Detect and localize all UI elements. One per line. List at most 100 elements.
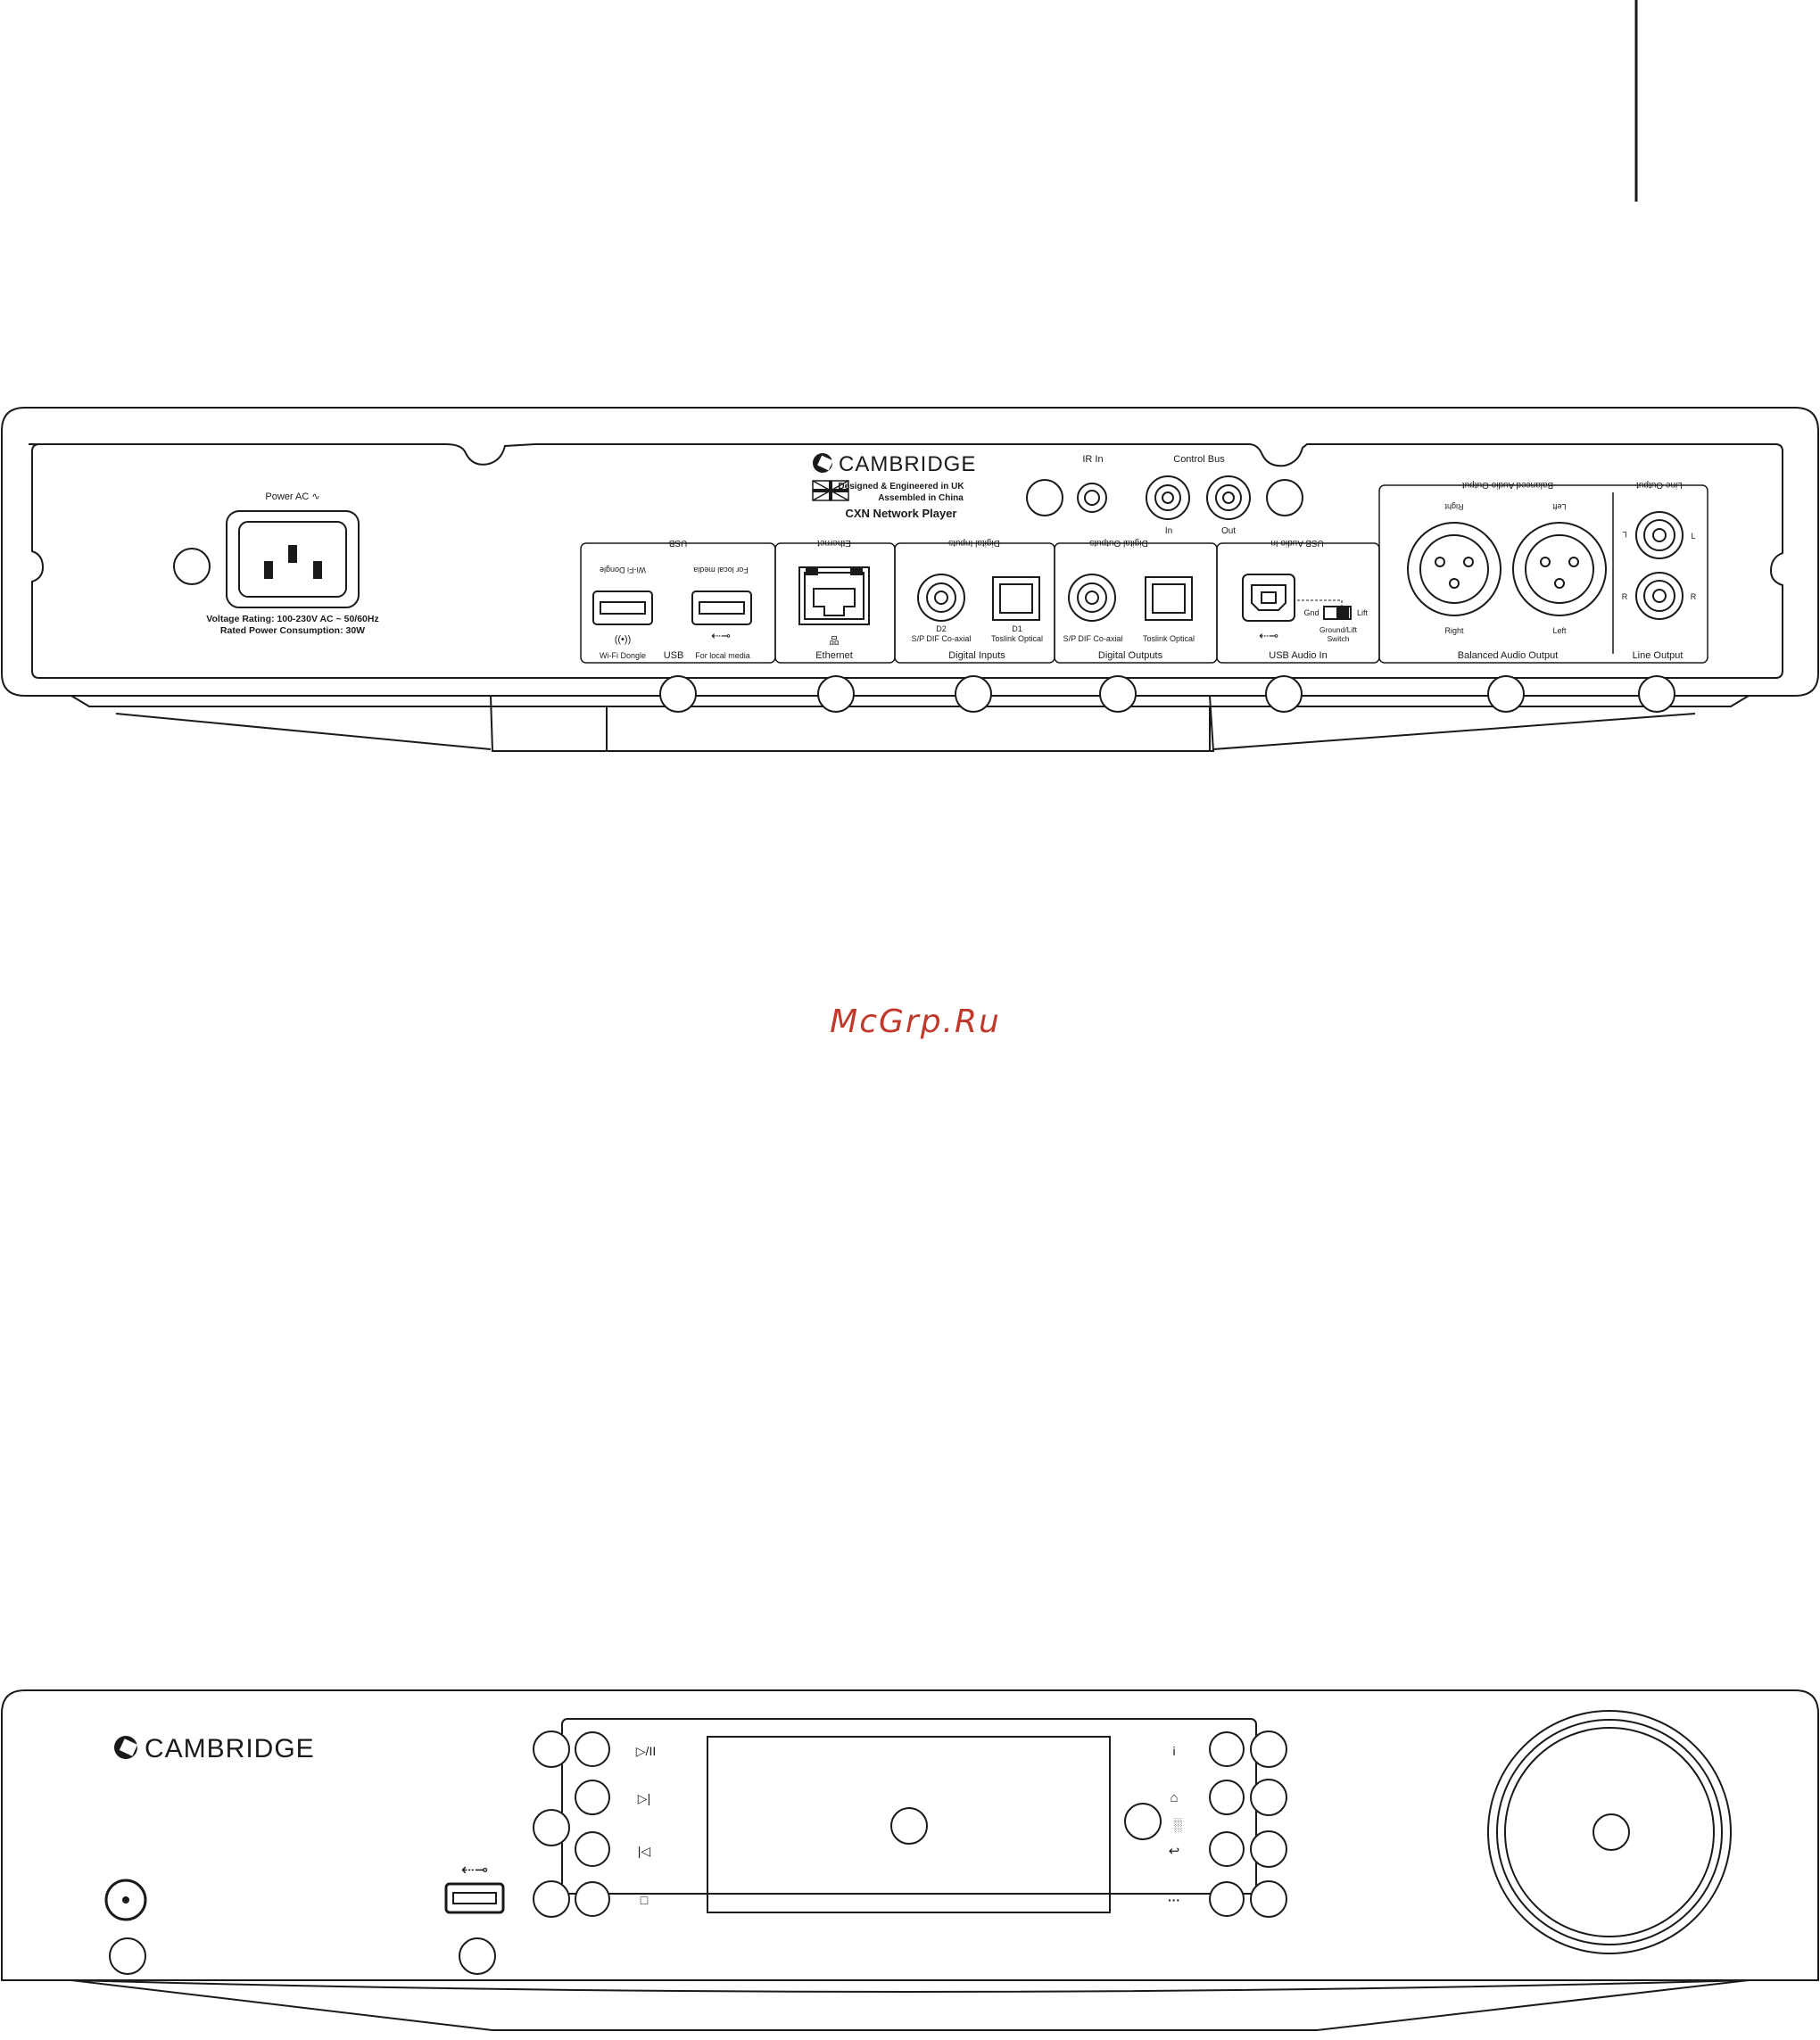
play-pause-button[interactable]	[575, 1731, 610, 1767]
front-callout-knob	[1592, 1813, 1630, 1851]
rear-callout-digital-in	[955, 675, 992, 713]
power-pin-earth	[288, 545, 297, 563]
front-callout-usb	[459, 1937, 496, 1975]
power-pin-right	[313, 561, 322, 579]
front-panel	[1, 1689, 1819, 2031]
digital-outputs-bottom: Digital Outputs	[1098, 650, 1163, 661]
back-button[interactable]	[1209, 1831, 1245, 1867]
coax-out-jack	[1068, 574, 1116, 622]
designed-text: Designed & Engineered in UK	[838, 482, 964, 491]
front-callout-display	[890, 1807, 928, 1845]
front-brand: CAMBRIDGE	[145, 1734, 315, 1763]
xlr-connectors	[1407, 522, 1607, 616]
rear-brand-logo-cut	[817, 455, 833, 471]
ethernet-bottom-label: Ethernet	[815, 650, 853, 661]
power-label: Power AC ∿	[265, 491, 319, 502]
ethernet-port	[798, 566, 870, 625]
rotary-knob-outer	[1487, 1710, 1732, 1954]
ethernet-port-inner	[804, 572, 864, 620]
wifi-top-label: Wi-Fi Dongle	[600, 566, 646, 574]
rear-callout-control	[1266, 479, 1303, 516]
digital-output-connectors	[1068, 574, 1193, 622]
d1-label: D1	[1012, 624, 1022, 633]
front-callout-power	[109, 1937, 146, 1975]
more-button[interactable]	[1209, 1881, 1245, 1917]
home-icon: ⌂	[1170, 1790, 1178, 1805]
control-bus-in-jack-pin	[1162, 491, 1174, 504]
usb-b-port-inner	[1251, 584, 1286, 611]
rear-callout-balanced	[1487, 675, 1525, 713]
ground-lift-switch	[1323, 606, 1352, 620]
power-inlet-inner	[238, 521, 347, 598]
rear-callout-ir	[1026, 479, 1063, 516]
ethernet-port-jack	[813, 588, 856, 616]
front-callout-home	[1250, 1779, 1287, 1816]
xlr-right-pin3	[1449, 578, 1460, 589]
more-icon: ···	[1168, 1893, 1180, 1907]
front-callout-more	[1250, 1880, 1287, 1918]
media-usb-port-tongue	[699, 601, 745, 615]
rear-callout-usb	[659, 675, 697, 713]
media-top-label: For local media	[693, 566, 749, 574]
line-output-title: Line Output	[1636, 480, 1683, 490]
rear-chassis-outline	[0, 407, 1819, 697]
balanced-bottom: Balanced Audio Output	[1458, 650, 1559, 661]
rear-foot-right-shadow	[1212, 713, 1696, 750]
connector-group-frames	[580, 484, 1708, 664]
usb-ports	[592, 591, 752, 625]
switch-label-1: Ground/Lift	[1320, 625, 1358, 634]
d2-sub-label: S/P DIF Co-axial	[912, 634, 972, 643]
xlr-right-pin1	[1435, 557, 1445, 567]
front-usb-icon: ⇠⊸	[461, 1861, 488, 1879]
info-button[interactable]	[1209, 1731, 1245, 1767]
power-button[interactable]	[104, 1879, 147, 1921]
usb-title: USB	[668, 538, 687, 548]
coax-out-jack-pin	[1085, 591, 1099, 605]
network-icon: 品	[830, 635, 840, 647]
front-callout-skip	[533, 1809, 570, 1846]
skip-next-button[interactable]	[575, 1780, 610, 1815]
line-r-label: R	[1691, 592, 1697, 601]
rca-left-pin	[1652, 528, 1667, 542]
front-brand-logo-cut	[119, 1739, 138, 1756]
home-button[interactable]	[1209, 1780, 1245, 1815]
xlr-right-pin2	[1463, 557, 1474, 567]
rear-stand	[490, 695, 1215, 752]
front-chassis-outline	[1, 1689, 1819, 1981]
coax-in-jack-pin	[934, 591, 948, 605]
rca-left-mid	[1643, 519, 1675, 551]
stop-button[interactable]	[575, 1881, 610, 1917]
xlr-left-pin1	[1540, 557, 1551, 567]
coax-in-jack	[917, 574, 965, 622]
ethernet-port-outer	[798, 566, 870, 625]
voltage-rating: Voltage Rating: 100-230V AC ~ 50/60Hz	[206, 614, 378, 624]
rear-callout-1	[173, 548, 211, 585]
wifi-signal-icon: ((•))	[615, 634, 632, 645]
d2-label: D2	[936, 624, 947, 633]
usb-bottom-label: USB	[664, 650, 684, 661]
balanced-title: Balanced Audio Output	[1462, 480, 1554, 490]
rear-flange	[68, 695, 1752, 707]
control-bus-out-jack	[1206, 475, 1251, 520]
power-section	[173, 510, 360, 608]
line-r-mirror: R	[1622, 592, 1628, 601]
control-bus-in-jack-mid	[1154, 484, 1181, 511]
power-indicator-icon	[122, 1896, 129, 1904]
power-pin-left	[264, 561, 273, 579]
optical-out-label: Toslink Optical	[1143, 634, 1195, 643]
rear-callout-line	[1638, 675, 1675, 713]
digital-inputs-bottom: Digital Inputs	[948, 650, 1005, 661]
ethernet-title: Ethernet	[817, 538, 851, 548]
coax-in-jack-mid	[926, 582, 956, 613]
optical-in-port	[992, 576, 1040, 621]
left-button-column	[575, 1731, 610, 1917]
front-callouts	[109, 1730, 1630, 1975]
digital-inputs-title: Digital Inputs	[948, 538, 1000, 548]
control-bus-out-jack-mid	[1215, 484, 1242, 511]
skip-prev-button[interactable]	[575, 1831, 610, 1867]
xlr-left-inner	[1525, 534, 1594, 604]
ir-in-jack	[1077, 483, 1107, 513]
front-usb-port[interactable]	[444, 1882, 505, 1914]
rear-callout-digital-out	[1099, 675, 1137, 713]
xlr-left-pin3	[1554, 578, 1565, 589]
